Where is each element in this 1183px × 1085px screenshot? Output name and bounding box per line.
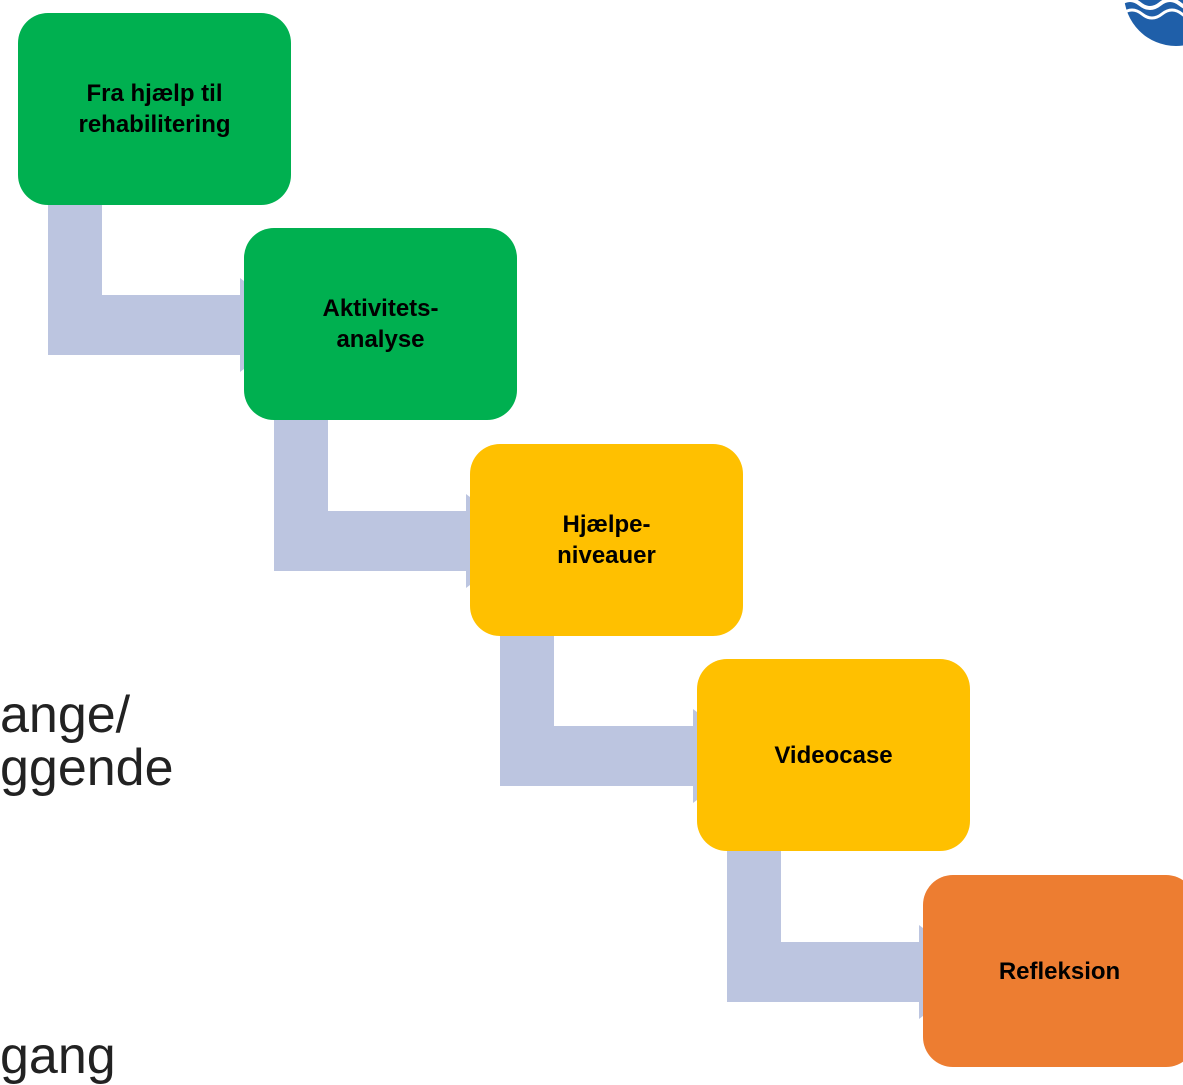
step-fra-hjaelp-til-rehabilitering: Fra hjælp til rehabilitering	[18, 13, 291, 205]
background-text-line-1: ange/	[0, 686, 131, 744]
connector-arrow-1	[48, 205, 302, 372]
connector-arrow-4	[727, 851, 981, 1019]
step-refleksion: Refleksion	[923, 875, 1183, 1067]
background-text-line-3: gang	[0, 1027, 116, 1085]
background-text-line-2: ggende	[0, 739, 174, 797]
step-hjaelpeniveauer: Hjælpe- niveauer	[470, 444, 743, 636]
step-videocase: Videocase	[697, 659, 970, 851]
connector-arrow-2	[274, 420, 528, 588]
connector-arrow-3	[500, 636, 755, 803]
waves-logo-icon	[1118, 0, 1183, 46]
step-aktivitetsanalyse: Aktivitets- analyse	[244, 228, 517, 420]
